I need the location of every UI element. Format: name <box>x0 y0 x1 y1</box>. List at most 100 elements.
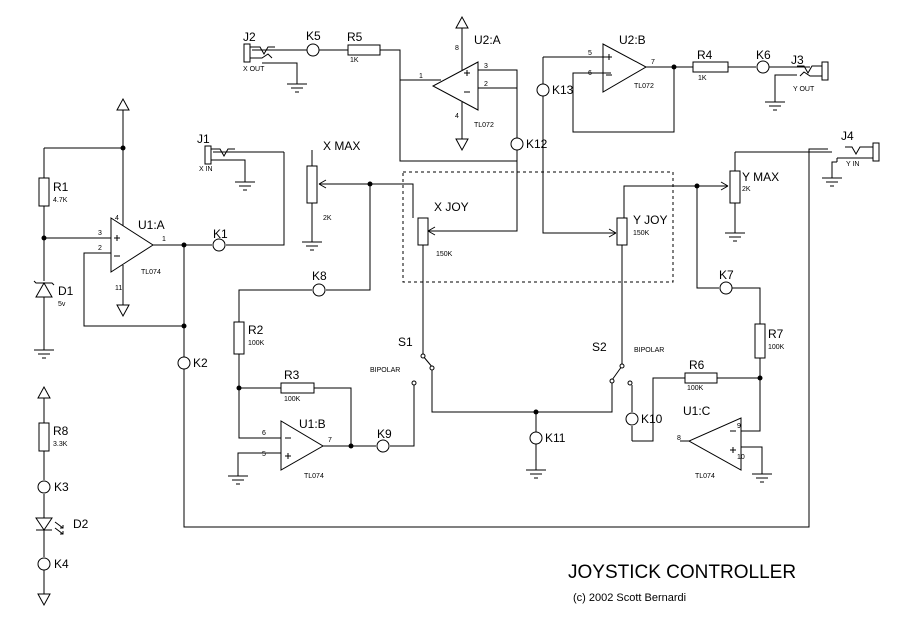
jack-j2 <box>243 43 275 63</box>
resistor-r4-val: 1K <box>698 75 707 82</box>
resistor-r1-ref: R1 <box>53 180 69 194</box>
jack-j4-ref: J4 <box>841 129 854 143</box>
diode-d1-val: 5v <box>58 301 66 308</box>
pin-label: 2 <box>98 245 102 252</box>
switch-s2-ref: S2 <box>592 340 607 354</box>
pin-label: 4 <box>455 113 459 120</box>
pot-xjoy-val: 150K <box>436 251 453 258</box>
terminal-k6 <box>756 60 770 74</box>
opamp-u2b-ref: U2:B <box>619 33 646 47</box>
terminal-label: K7 <box>719 268 734 282</box>
opamp-u1b-ref: U1:B <box>299 417 326 431</box>
terminal-k5 <box>306 43 320 57</box>
ground-symbol <box>235 181 255 191</box>
vplus-arrow-led <box>37 385 51 399</box>
ground-symbol <box>752 473 772 483</box>
terminal-label: K11 <box>545 431 566 445</box>
pin-label: 9 <box>737 423 741 430</box>
ground-symbol <box>34 349 54 359</box>
pot-ymax-ref: Y MAX <box>742 170 779 184</box>
jack-j2-sub: X OUT <box>243 66 265 73</box>
vplus-arrow-u2a <box>455 15 469 29</box>
terminal-label: K10 <box>641 412 663 426</box>
opamp-u1a: 3 2 1 4 11 <box>98 211 166 292</box>
ground-symbol <box>302 241 322 251</box>
switch-s2 <box>609 363 633 386</box>
resistors <box>38 44 766 452</box>
resistor-r8-ref: R8 <box>53 424 69 438</box>
terminal-k10 <box>625 412 639 426</box>
ground-symbol <box>526 469 546 479</box>
pin-label: 1 <box>419 73 423 80</box>
diodes <box>33 280 64 535</box>
pin-label: 4 <box>115 215 119 222</box>
ground-symbol <box>765 101 785 111</box>
component-labels: J2 X OUT J1 X IN J3 Y OUT J4 Y IN R1 4.7… <box>53 29 860 571</box>
resistor-r8 <box>38 422 50 452</box>
opamp-u1c-part: TL074 <box>695 473 715 480</box>
resistor-r6 <box>684 372 718 384</box>
resistor-r3-ref: R3 <box>284 368 300 382</box>
terminal-k7 <box>719 281 733 295</box>
jack-j1 <box>204 145 235 165</box>
resistor-r3 <box>280 382 315 394</box>
jack-j4-sub: Y IN <box>846 161 860 168</box>
opamp-u1b: 6 5 7 <box>254 420 332 471</box>
opamp-u2a-part: TL072 <box>474 122 494 129</box>
diode-d1-ref: D1 <box>58 284 74 298</box>
resistor-r1 <box>38 177 50 207</box>
terminal-label: K1 <box>213 227 228 241</box>
jack-j3 <box>797 61 829 81</box>
opamps: 3 2 1 4 11 6 5 7 9 10 8 3 <box>98 43 745 471</box>
pin-label: 7 <box>328 437 332 444</box>
terminal-k8 <box>312 283 326 297</box>
resistor-r6-val: 100K <box>687 385 704 392</box>
led-d2 <box>35 517 64 535</box>
grounds <box>34 83 842 485</box>
resistor-r5-ref: R5 <box>347 30 363 44</box>
jack-j4 <box>836 142 880 162</box>
pin-label: 10 <box>737 454 745 461</box>
ground-symbol <box>725 232 745 242</box>
opamp-u2b-part: TL072 <box>634 83 654 90</box>
terminal-label: K2 <box>193 356 208 370</box>
terminal-k1 <box>212 238 226 252</box>
pin-label: 3 <box>98 230 102 237</box>
terminal-k12 <box>510 137 524 151</box>
pin-label: 1 <box>162 236 166 243</box>
opamp-u2b: 5 6 7 <box>588 43 655 93</box>
opamp-u2a-ref: U2:A <box>474 33 501 47</box>
vminus-arrow-u2a <box>455 138 469 152</box>
terminal-label: K12 <box>526 137 548 151</box>
ground-symbol <box>822 177 842 187</box>
pin-label: 8 <box>677 435 681 442</box>
potentiometers <box>306 165 741 246</box>
jack-j1-sub: X IN <box>199 166 213 173</box>
copyright-credit: (c) 2002 Scott Bernardi <box>573 592 686 604</box>
terminal-k11 <box>529 431 543 445</box>
pin-label: 5 <box>262 451 266 458</box>
resistor-r4 <box>692 61 729 73</box>
switch-s1-pos: BIPOLAR <box>370 367 400 374</box>
supply-arrows <box>37 15 469 607</box>
switch-s1-ref: S1 <box>398 335 413 349</box>
joystick-enclosure <box>402 171 674 283</box>
terminal-label: K8 <box>312 269 327 283</box>
pot-xmax-val: 2K <box>323 215 332 222</box>
resistor-r2-ref: R2 <box>248 323 264 337</box>
resistor-r5-val: 1K <box>350 57 359 64</box>
pin-label: 7 <box>651 59 655 66</box>
terminal-label: K3 <box>54 480 69 494</box>
pot-ymax-val: 2K <box>742 186 751 193</box>
ground-symbol <box>287 83 307 93</box>
terminal-k13 <box>536 83 550 97</box>
vplus-arrow-u1a <box>116 97 130 111</box>
diagram-title: JOYSTICK CONTROLLER <box>568 562 796 583</box>
resistor-r8-val: 3.3K <box>53 441 68 448</box>
opamp-u1c: 9 10 8 <box>677 417 745 471</box>
diode-d2-ref: D2 <box>73 517 89 531</box>
zener-diode-d1 <box>33 280 55 298</box>
resistor-r7-ref: R7 <box>768 327 784 341</box>
pin-label: 8 <box>455 45 459 52</box>
